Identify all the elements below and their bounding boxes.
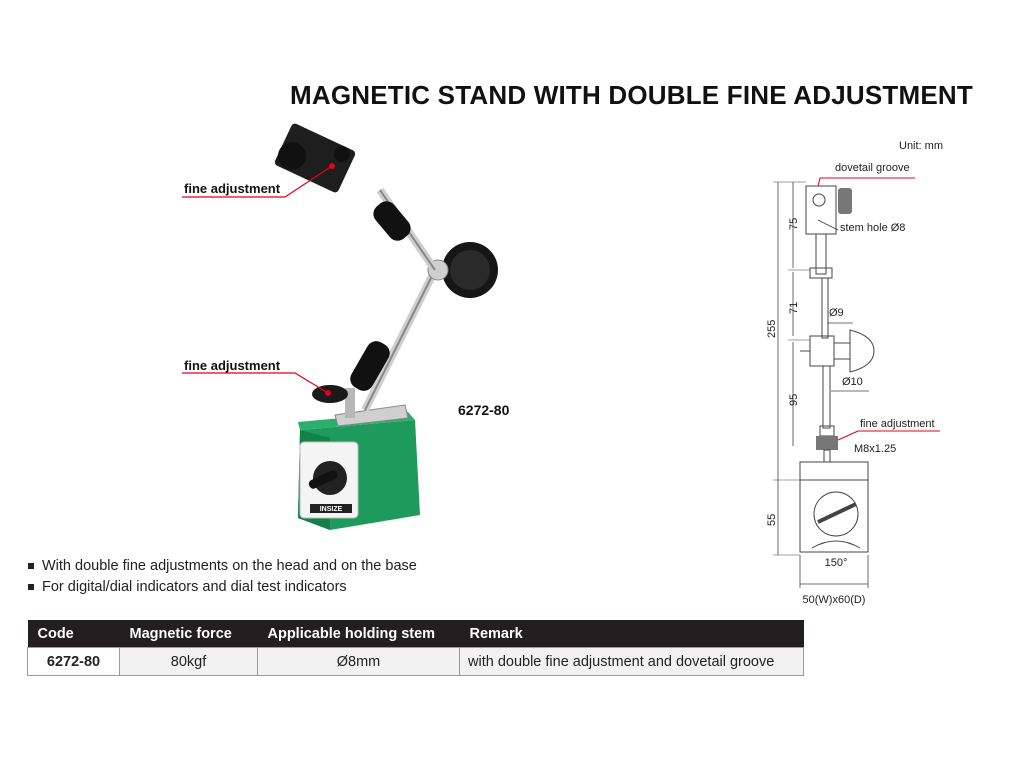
- list-item: For digital/dial indicators and dial tes…: [28, 576, 417, 597]
- drawing-fine-adjustment-label: fine adjustment: [860, 418, 935, 430]
- table-header-row: Code Magnetic force Applicable holding s…: [27, 620, 804, 648]
- header-code: Code: [27, 620, 120, 648]
- cell-magnetic-force: 80kgf: [119, 647, 258, 676]
- d9-label: Ø9: [829, 307, 844, 319]
- dial-brand: INSIZE: [320, 506, 343, 513]
- list-item: With double fine adjustments on the head…: [28, 555, 417, 576]
- feature-list: With double fine adjustments on the head…: [28, 555, 417, 597]
- angle-label: 150°: [825, 557, 848, 569]
- model-number: 6272-80: [458, 402, 510, 418]
- dim-255: 255: [766, 320, 778, 338]
- table-row: 6272-80 80kgf Ø8mm with double fine adju…: [27, 647, 804, 676]
- fine-adjustment-label-bottom: fine adjustment: [184, 358, 281, 373]
- thread-label: M8x1.25: [854, 443, 896, 455]
- dovetail-label: dovetail groove: [835, 162, 910, 174]
- base-size-label: 50(W)x60(D): [803, 594, 866, 606]
- cell-holding-stem: Ø8mm: [257, 647, 460, 676]
- dim-75: 75: [788, 218, 800, 230]
- cell-remark: with double fine adjustment and dovetail…: [459, 647, 804, 676]
- d10-label: Ø10: [842, 376, 863, 388]
- technical-drawing: Unit: mm dovetail groove stem hole Ø8 Ø9…: [766, 140, 943, 606]
- fine-adjustment-label-top: fine adjustment: [184, 181, 281, 196]
- dim-95: 95: [788, 394, 800, 406]
- dim-55: 55: [766, 514, 778, 526]
- dim-71: 71: [788, 302, 800, 314]
- page-title: MAGNETIC STAND WITH DOUBLE FINE ADJUSTME…: [290, 80, 973, 110]
- spec-table: Code Magnetic force Applicable holding s…: [27, 620, 804, 676]
- product-photo: INSIZE: [182, 123, 498, 530]
- stem-hole-label: stem hole Ø8: [840, 222, 905, 234]
- header-holding-stem: Applicable holding stem: [257, 620, 460, 648]
- unit-label: Unit: mm: [899, 140, 943, 152]
- bullet-square-icon: [28, 562, 34, 569]
- cell-code: 6272-80: [27, 647, 120, 676]
- header-magnetic-force: Magnetic force: [119, 620, 258, 648]
- bullet-square-icon: [28, 583, 34, 590]
- header-remark: Remark: [459, 620, 804, 648]
